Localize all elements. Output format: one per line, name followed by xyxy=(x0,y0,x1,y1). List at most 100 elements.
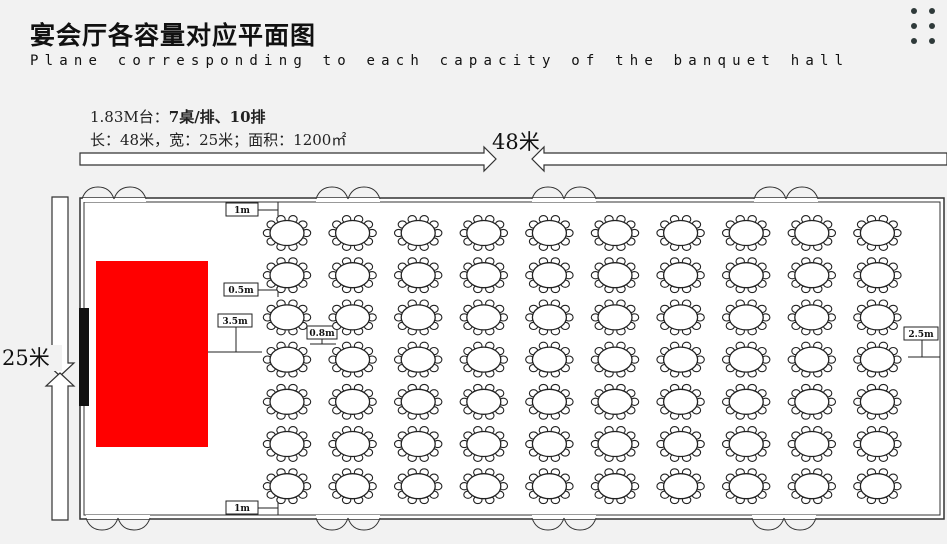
round-table xyxy=(721,426,771,462)
round-table xyxy=(328,468,377,505)
round-table xyxy=(721,468,771,505)
round-table xyxy=(525,383,574,420)
decor-dot xyxy=(911,8,917,14)
round-table xyxy=(590,383,640,420)
round-table xyxy=(853,468,902,505)
round-table xyxy=(459,341,509,378)
round-table xyxy=(853,341,902,378)
round-table xyxy=(590,257,640,294)
round-table xyxy=(787,426,837,462)
tag-wall-bottom-gap: 1m xyxy=(225,500,259,515)
tag-col-gap: 0.8m xyxy=(306,325,338,340)
round-table xyxy=(721,341,771,378)
round-table xyxy=(590,426,640,462)
door xyxy=(531,515,597,531)
door xyxy=(753,186,819,202)
svg-text:0.5m: 0.5m xyxy=(228,286,254,296)
round-table xyxy=(787,383,837,420)
round-table xyxy=(656,257,705,294)
spec-dimensions: 长：48米，宽：25米；面积：1200㎡ xyxy=(90,131,346,149)
round-table xyxy=(590,341,640,378)
round-table xyxy=(393,215,443,251)
length-arrow-right xyxy=(531,145,947,173)
round-table xyxy=(656,383,705,420)
round-table xyxy=(656,426,705,462)
round-table xyxy=(721,257,771,294)
width-label: 25米 xyxy=(2,346,50,370)
round-table xyxy=(262,257,312,294)
round-table xyxy=(459,215,509,251)
round-table xyxy=(393,426,443,462)
round-table xyxy=(459,383,509,420)
round-table xyxy=(656,299,705,336)
decor-dot xyxy=(929,23,935,29)
round-table xyxy=(262,341,312,378)
tag-row-gap: 0.5m xyxy=(223,282,259,297)
door xyxy=(85,515,151,531)
door xyxy=(531,186,597,202)
round-table xyxy=(787,299,837,336)
spec-table-line: 1.83M台：7桌/排、10排 xyxy=(90,108,266,126)
tag-wall-top-gap: 1m xyxy=(225,202,259,217)
door xyxy=(81,186,147,202)
round-table xyxy=(525,468,574,505)
round-table xyxy=(525,215,574,251)
round-table xyxy=(590,215,640,251)
round-table xyxy=(262,383,312,420)
svg-text:2.5m: 2.5m xyxy=(908,330,934,340)
round-table xyxy=(656,468,705,505)
round-table xyxy=(787,257,837,294)
round-table xyxy=(262,215,312,251)
round-table xyxy=(721,299,771,336)
round-table xyxy=(853,215,902,251)
round-table xyxy=(459,426,509,462)
page-subtitle: Plane corresponding to each capacity of … xyxy=(30,53,850,69)
round-table xyxy=(328,341,377,378)
round-table xyxy=(525,426,574,462)
round-table xyxy=(590,299,640,336)
decor-dot xyxy=(911,23,917,29)
round-table xyxy=(525,341,574,378)
door xyxy=(315,186,381,202)
round-table xyxy=(393,299,443,336)
svg-text:3.5m: 3.5m xyxy=(222,317,248,327)
door xyxy=(315,515,381,531)
page-title: 宴会厅各容量对应平面图 xyxy=(30,21,317,50)
round-table xyxy=(525,257,574,294)
round-table xyxy=(328,257,377,294)
spec-table-value: 7桌/排、10排 xyxy=(169,108,266,126)
round-table xyxy=(393,383,443,420)
svg-text:0.8m: 0.8m xyxy=(309,329,335,339)
round-table xyxy=(459,468,509,505)
round-table xyxy=(853,383,902,420)
width-label-bg xyxy=(0,345,62,371)
round-table xyxy=(262,426,312,462)
decor-dot xyxy=(929,8,935,14)
svg-text:1m: 1m xyxy=(234,206,250,216)
round-table xyxy=(393,341,443,378)
tag-stage-gap: 3.5m xyxy=(217,313,253,328)
spec-table-label: 1.83M台： xyxy=(90,108,169,126)
round-table xyxy=(459,257,509,294)
svg-text:1m: 1m xyxy=(234,504,250,514)
decor-dot xyxy=(929,38,935,44)
door xyxy=(751,515,817,531)
round-table xyxy=(262,299,312,336)
round-table xyxy=(459,299,509,336)
round-table xyxy=(853,299,902,336)
round-table xyxy=(721,215,771,251)
round-table xyxy=(721,383,771,420)
round-table xyxy=(525,299,574,336)
round-table xyxy=(787,215,837,251)
length-label: 48米 xyxy=(492,130,540,154)
round-table xyxy=(787,468,837,505)
stage xyxy=(96,261,208,447)
length-arrow-left xyxy=(79,145,497,173)
round-table xyxy=(328,215,377,251)
round-table xyxy=(853,426,902,462)
round-table xyxy=(393,468,443,505)
round-table xyxy=(328,426,377,462)
round-table xyxy=(262,468,312,505)
doors xyxy=(81,186,819,531)
round-table xyxy=(393,257,443,294)
